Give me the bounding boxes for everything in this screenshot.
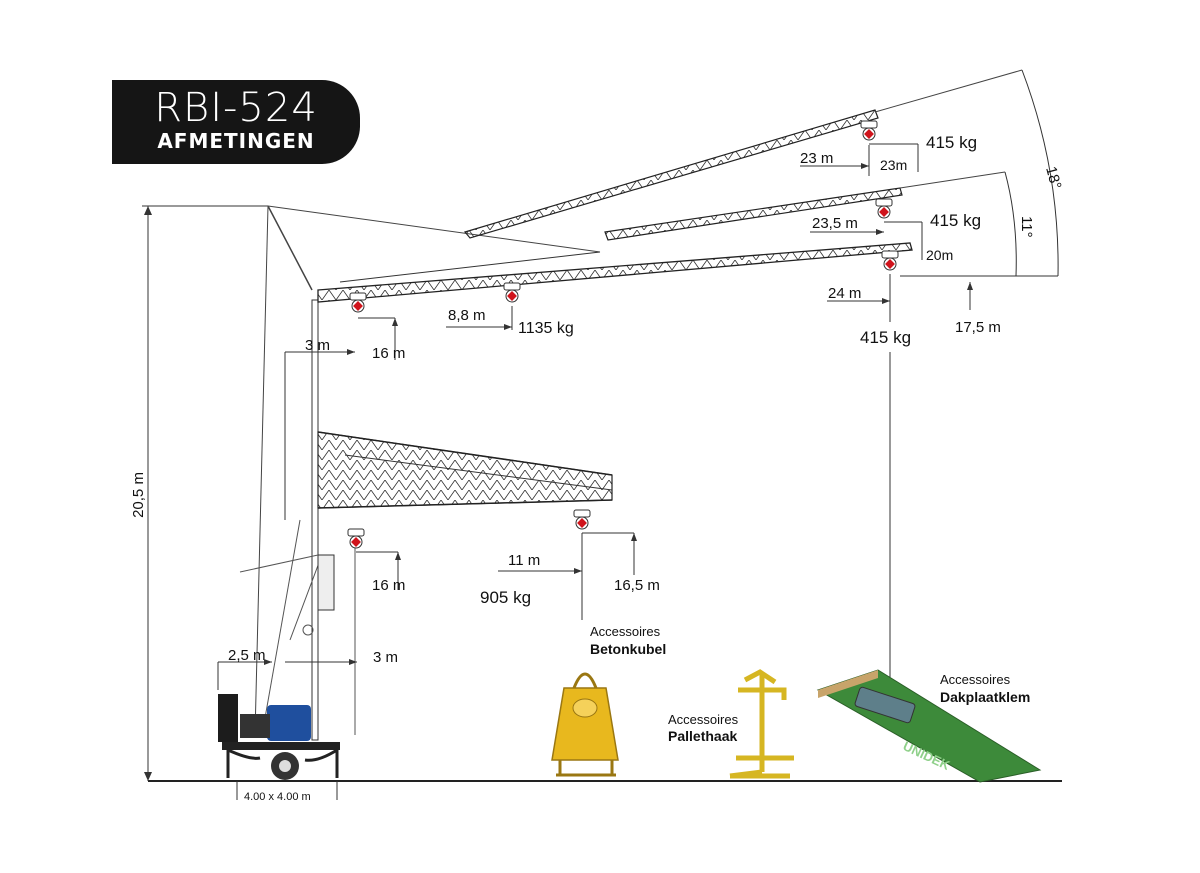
- accessory-fork-name: Pallethaak: [668, 728, 737, 744]
- accessory-clamp-name: Dakplaatklem: [940, 689, 1030, 705]
- upper-dimension-lines: [358, 143, 971, 700]
- upper-hook-height-label: 16 m: [372, 345, 405, 362]
- tip-load-18-label: 415 kg: [926, 133, 977, 152]
- tip-reach-18-label: 23 m: [800, 150, 833, 167]
- offset-upper-label: 3 m: [305, 337, 330, 354]
- title-badge: RBI-524 AFMETINGEN: [112, 80, 360, 164]
- accessory-bucket-label: Accessoires: [590, 624, 661, 639]
- tip-load-flat-label: 415 kg: [860, 328, 911, 347]
- tip-height-18-label: 23m: [880, 157, 907, 173]
- offset-lower-label: 3 m: [373, 649, 398, 666]
- hook-mid-upper: [349, 292, 367, 313]
- base-size-label: 4.00 x 4.00 m: [244, 791, 311, 803]
- lower-tip-load-label: 905 kg: [480, 588, 531, 607]
- dimension-arrowheads: [264, 163, 973, 665]
- hook-lower-inner: [347, 528, 365, 549]
- lower-boom: [317, 431, 613, 509]
- main-boom-flat: [317, 242, 913, 303]
- hook-tip-flat: [881, 250, 899, 271]
- concrete-bucket-image: [551, 672, 619, 777]
- boom-18-degrees: [463, 69, 1023, 239]
- lower-tip-height-label: 16,5 m: [614, 577, 660, 594]
- mid-load-label: 1135 kg: [518, 320, 574, 337]
- roof-clamp-image: UNIDEK: [816, 669, 1042, 783]
- mid-reach-label: 8,8 m: [448, 307, 486, 324]
- accessory-bucket-name: Betonkubel: [590, 641, 666, 657]
- hook-tip-11: [875, 198, 893, 219]
- tip-reach-11-label: 23,5 m: [812, 215, 858, 232]
- subtitle: AFMETINGEN: [157, 129, 315, 153]
- offset-left-label: 2,5 m: [228, 647, 266, 664]
- lower-dimension-lines: [217, 351, 635, 800]
- boom-11-degrees: [604, 187, 903, 241]
- tip-reach-flat-label: 24 m: [828, 285, 861, 302]
- crane-base: [218, 694, 340, 780]
- tower-mast: [239, 205, 601, 741]
- lower-tip-reach-label: 11 m: [508, 552, 540, 569]
- angle-arc-11: [1004, 171, 1017, 277]
- accessory-bucket-caption: Accessoires Betonkubel: [590, 624, 666, 657]
- hook-tip-18: [860, 120, 878, 141]
- tip-height-11-label: 20m: [926, 247, 953, 263]
- angle-arc-18: [1021, 69, 1059, 277]
- hook-lower-tip: [573, 509, 591, 530]
- tower-height-dimension: 20,5 m: [130, 205, 268, 781]
- accessory-fork-label: Accessoires: [668, 712, 739, 727]
- tip-height-flat-label: 17,5 m: [955, 319, 1001, 336]
- angle-11-label: 11°: [1018, 216, 1035, 238]
- lower-hook-height-label: 16 m: [372, 577, 405, 594]
- tower-height-label: 20,5 m: [130, 472, 147, 518]
- angle-18-label: 18°: [1042, 165, 1064, 191]
- model-title: RBI-524: [154, 85, 318, 131]
- accessory-clamp-caption: Accessoires Dakplaatklem: [940, 672, 1030, 705]
- pallet-fork-image: [729, 669, 794, 779]
- hook-mid-load: [503, 282, 521, 303]
- tip-load-11-label: 415 kg: [930, 211, 981, 230]
- accessory-fork-caption: Accessoires Pallethaak: [668, 712, 739, 744]
- accessory-clamp-label: Accessoires: [940, 672, 1011, 687]
